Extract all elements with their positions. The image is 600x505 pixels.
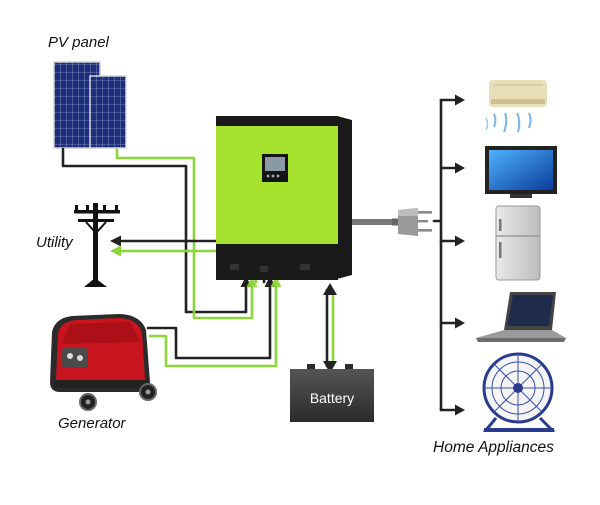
pv-line-dark [61,146,248,314]
generator-line-green [148,280,278,368]
arrow-out-ac [455,94,465,106]
arrow-inv-4 [270,276,282,287]
generator-icon [50,314,157,411]
arrow-battery-up [323,283,337,295]
arrow-utility-green [110,245,121,257]
air-conditioner-icon [485,80,547,133]
home-appliances-label: Home Appliances [433,439,554,456]
battery-icon: Battery [290,364,374,422]
arrow-out-fan [455,404,465,416]
arrow-inv-2 [246,276,258,287]
utility-label: Utility [36,234,73,251]
generator-label: Generator [58,415,126,432]
arrowheads [110,94,465,416]
connection-lines [61,98,459,412]
fan-icon [482,352,556,432]
laptop-icon [476,292,566,342]
hybrid-inverter-icon [216,116,352,280]
arrow-utility-dark [110,235,121,247]
pv-line-green [115,146,254,320]
pv-panel-label: PV panel [48,34,109,51]
arrow-out-tv [455,162,465,174]
refrigerator-icon [495,205,541,281]
arrow-out-laptop [455,317,465,329]
solar-panel-icon [53,61,127,152]
generator-line-dark [146,280,272,360]
television-icon [485,146,557,198]
power-plug-icon [352,208,432,236]
utility-pole-icon [74,203,120,287]
output-bus [432,98,443,412]
arrow-battery-down [323,361,337,373]
arrow-out-fridge [455,235,465,247]
battery-label: Battery [310,390,354,406]
